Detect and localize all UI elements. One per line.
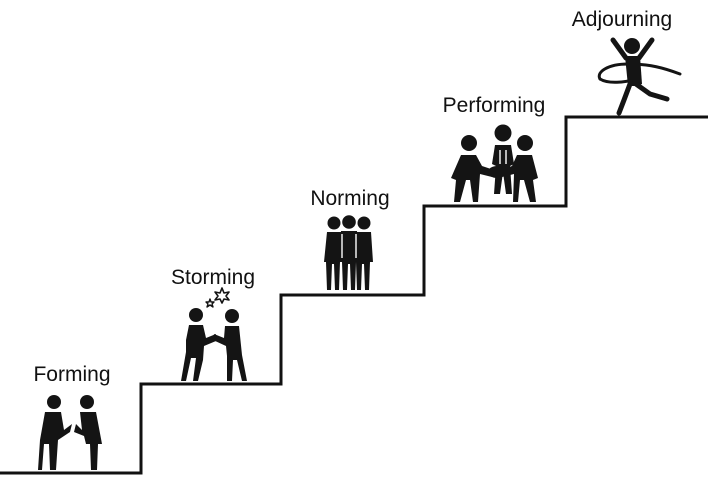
staircase-line	[0, 115, 708, 475]
handshake-people-icon	[38, 395, 102, 470]
finish-line-winner-icon	[597, 37, 682, 116]
stage-label-forming: Forming	[33, 363, 110, 386]
arguing-people-icon	[181, 287, 247, 381]
group-standing-icon	[324, 215, 373, 290]
stage-label-performing: Performing	[443, 94, 546, 117]
stage-label-adjourning: Adjourning	[572, 8, 672, 31]
team-hands-together-icon	[451, 124, 538, 202]
stage-label-norming: Norming	[310, 187, 389, 210]
stage-label-storming: Storming	[171, 266, 255, 289]
